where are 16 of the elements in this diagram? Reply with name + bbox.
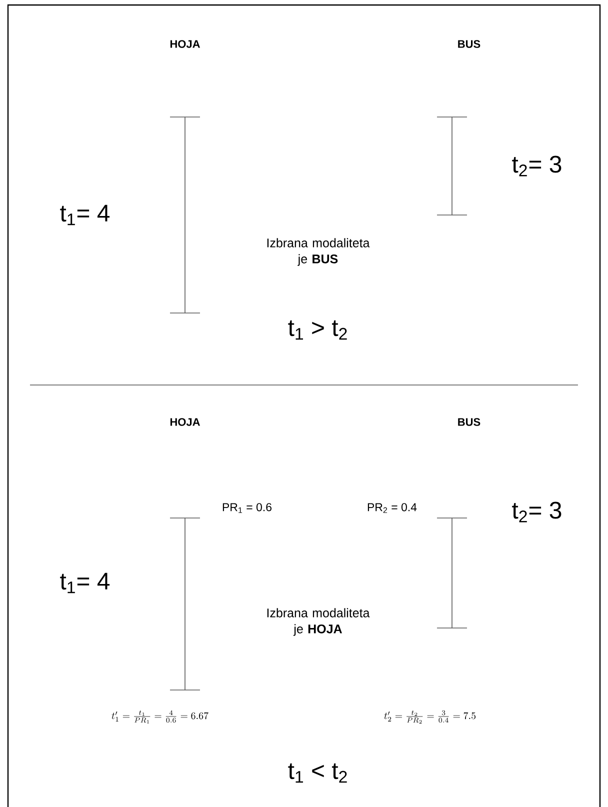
time-value: t$_{2}$= 3 xyxy=(512,502,562,522)
time-value: t$_{1}$= 4 xyxy=(60,572,110,594)
formula: $t_1^{\prime} = \frac{t_1}{PR_1} = \frac{4}{0.6} = 6.67$ xyxy=(112,710,208,724)
time-value: t$_{2}$= 3 xyxy=(512,156,562,176)
column-heading: BUS xyxy=(458,418,480,426)
probability-value: PR$_{2}$ = 0.4 xyxy=(368,503,417,513)
time-value: t$_{1}$ > t$_{2}$ xyxy=(288,320,347,340)
column-heading: BUS xyxy=(458,40,480,48)
result-note: Izbrana modaliteta je BUS xyxy=(267,238,370,266)
formula: $t_2^{\prime} = \frac{t_2}{PR_2} = \frac{3}{0.4} = 7.5$ xyxy=(384,710,476,724)
time-value: t$_{1}$= 4 xyxy=(60,204,110,226)
column-heading: HOJA xyxy=(170,40,200,48)
time-value: t$_{1}$ < t$_{2}$ xyxy=(288,763,347,783)
result-note: Izbrana modaliteta je HOJA xyxy=(267,608,370,636)
column-heading: HOJA xyxy=(170,418,200,426)
probability-value: PR$_{1}$ = 0.6 xyxy=(222,503,272,513)
